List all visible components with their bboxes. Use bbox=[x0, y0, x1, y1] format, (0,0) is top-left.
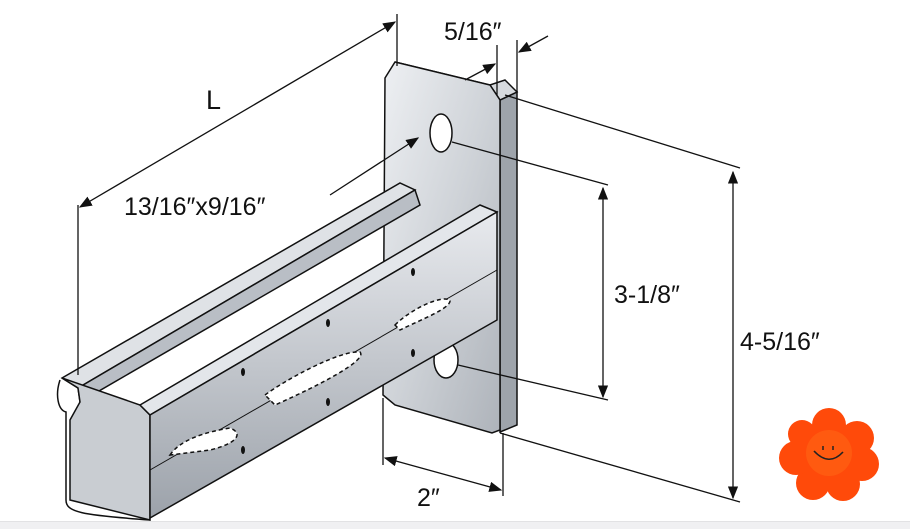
hole-spacing-label: 3-1/8″ bbox=[614, 281, 680, 309]
plate-thickness-label: 5/16″ bbox=[444, 18, 502, 46]
dimension-lines bbox=[77, 14, 741, 503]
bottom-strip bbox=[0, 521, 910, 529]
upper-slot bbox=[429, 113, 453, 153]
channel-strut bbox=[56, 204, 499, 521]
channel-holes bbox=[241, 268, 415, 454]
plate-width-label: 2″ bbox=[417, 484, 440, 512]
slot-size-label: 13/16″x9/16″ bbox=[124, 193, 266, 221]
length-label: L bbox=[206, 85, 222, 115]
smiling-flower-icon bbox=[779, 408, 879, 501]
plate-height-label: 4-5/16″ bbox=[740, 328, 820, 356]
